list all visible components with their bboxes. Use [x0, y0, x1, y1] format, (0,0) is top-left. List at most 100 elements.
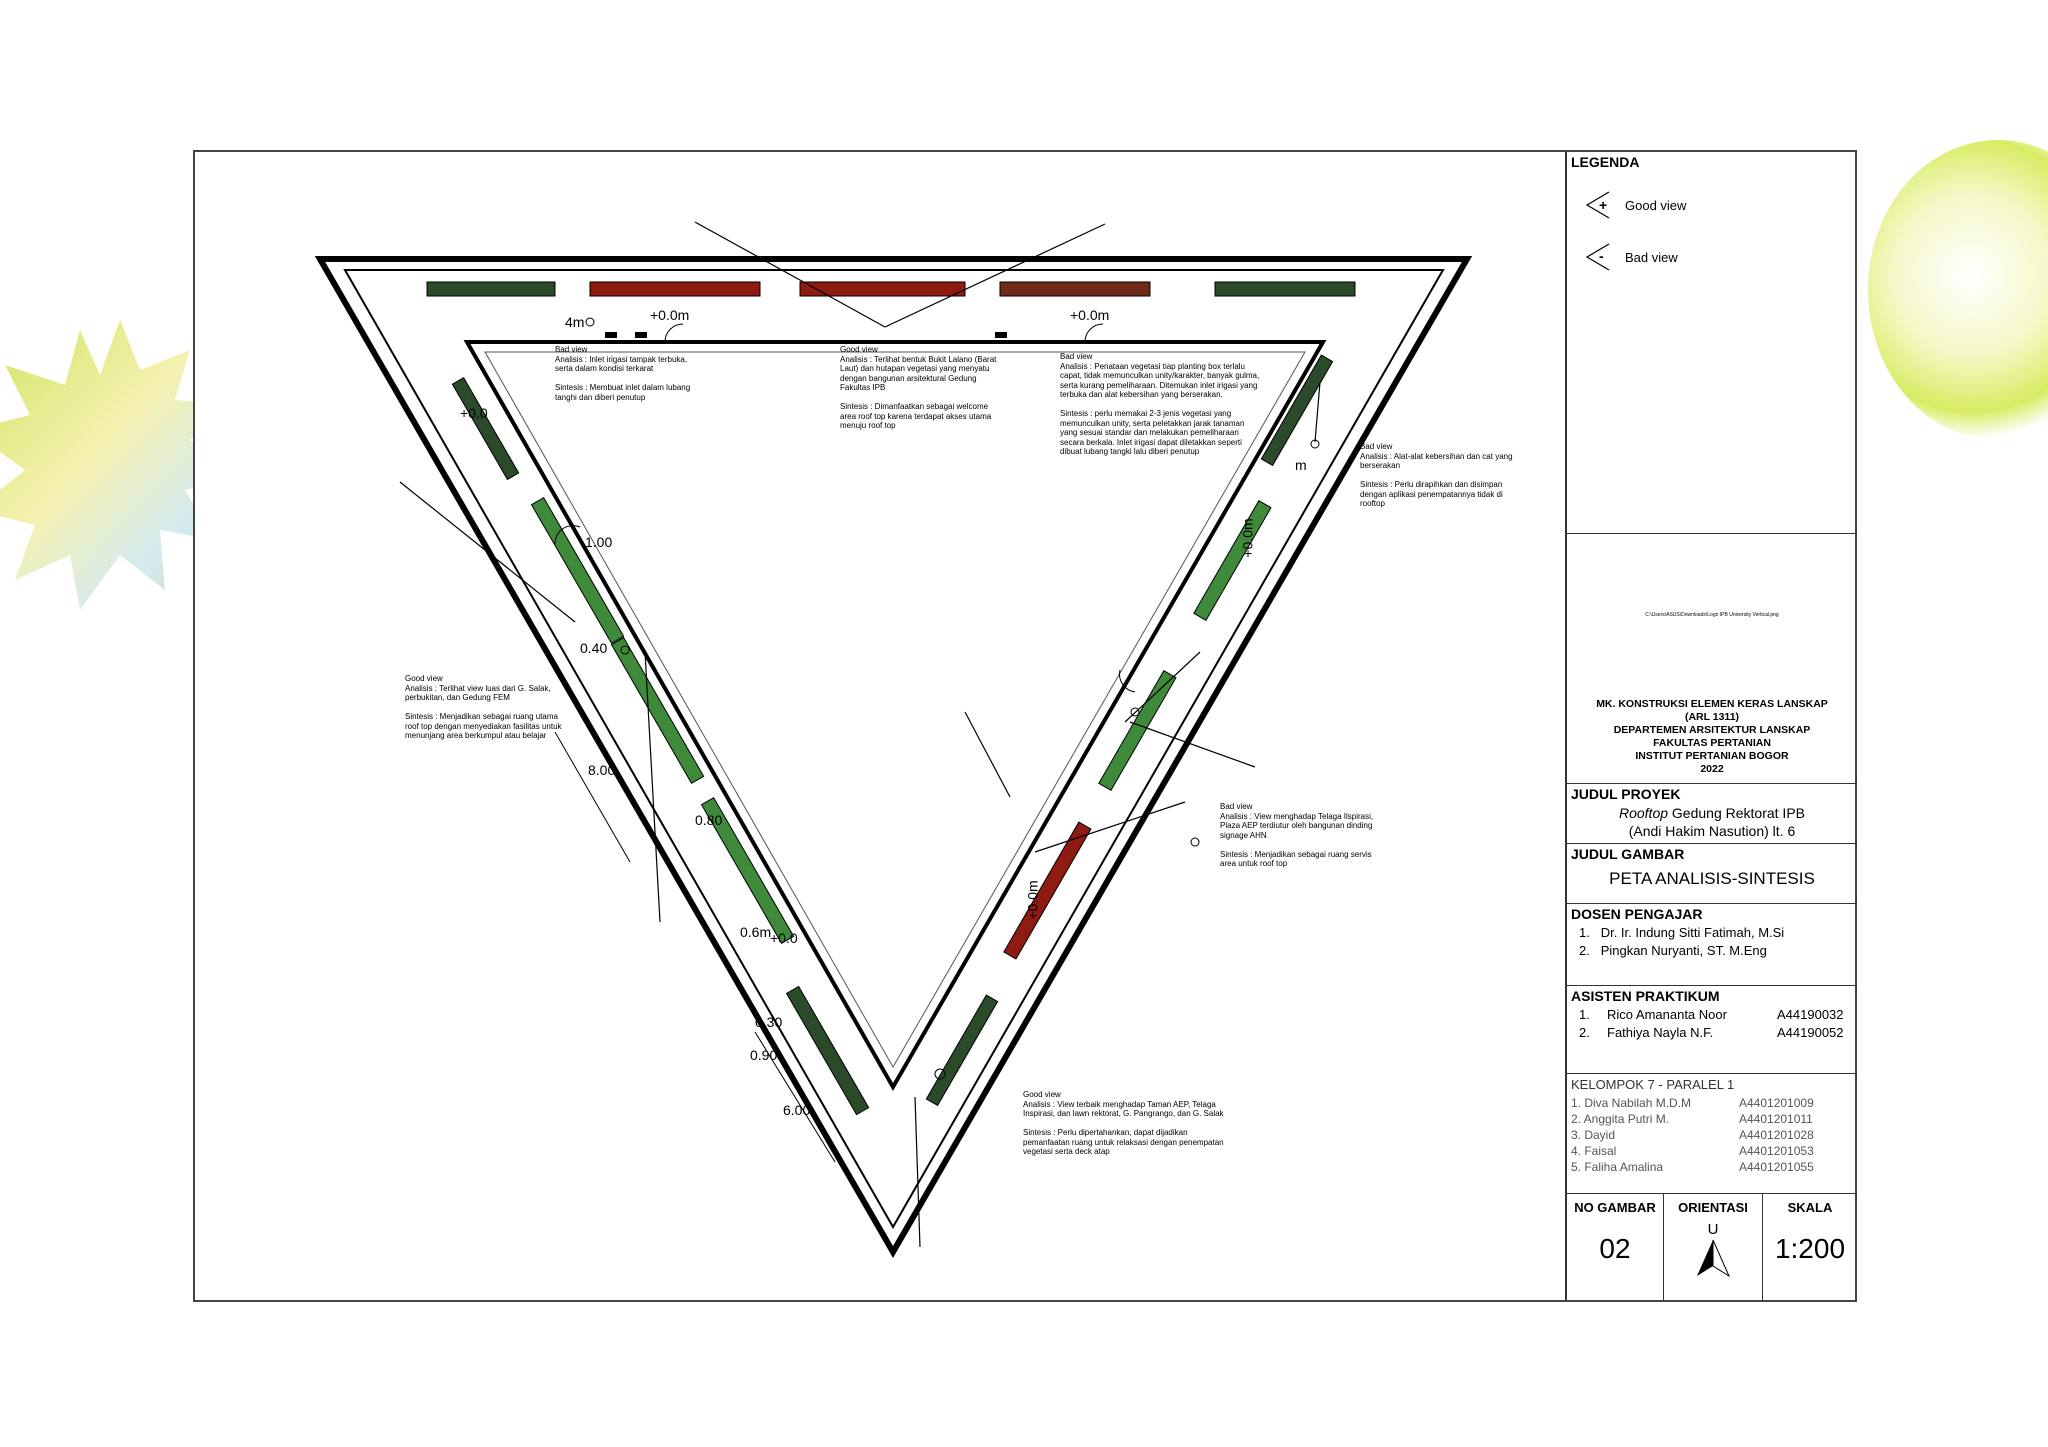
- legend-title: LEGENDA: [1571, 154, 1640, 170]
- door-arc: [1084, 323, 1104, 343]
- dim-label: 0.40: [580, 640, 608, 656]
- legend-bad-label: Bad view: [1625, 249, 1678, 265]
- institution-block: MK. KONSTRUKSI ELEMEN KERAS LANSKAP (ARL…: [1567, 698, 1857, 776]
- course-line: FAKULTAS PERTANIAN: [1653, 737, 1771, 749]
- bad-view-icon: -: [1585, 243, 1610, 271]
- annotation-bad-view: Bad view Analisis : Inlet irigasi tampak…: [555, 345, 691, 402]
- view-marker: [1190, 837, 1200, 847]
- view-line: [694, 221, 886, 328]
- legend-box: LEGENDA + Good view - Bad view: [1567, 152, 1857, 534]
- planter-dark: [426, 281, 556, 297]
- drawing-number: 02: [1599, 1233, 1631, 1264]
- dim-label: +0.0m: [1239, 518, 1256, 558]
- svg-text:-: -: [1599, 248, 1604, 264]
- planter-green: [530, 497, 625, 644]
- course-line: MK. KONSTRUKSI ELEMEN KERAS LANSKAP: [1596, 698, 1828, 710]
- view-line: [1314, 381, 1321, 443]
- legend-good-label: Good view: [1625, 197, 1687, 213]
- svg-text:+: +: [1599, 197, 1607, 213]
- dim-label: +0.0m: [650, 307, 690, 323]
- rooftop-plan: [314, 221, 1473, 1258]
- annotation-bad-view: Bad view Analisis : View menghadap Telag…: [1220, 802, 1374, 868]
- dim-label: 1.00: [585, 534, 613, 550]
- drawing-title: PETA ANALISIS-SINTESIS: [1609, 869, 1815, 888]
- assistant-item: 2.Fathiya Nayla N.F.A44190052: [1579, 1025, 1844, 1040]
- logo-path-note: C:\Users\ASUS\Downloads\Logo IPB Univers…: [1645, 612, 1779, 618]
- dim-label: 0.80: [695, 812, 723, 828]
- view-line: [1129, 721, 1256, 768]
- annotation-bad-view: Bad view Analisis : Penataan vegetasi ti…: [1060, 352, 1260, 456]
- group-heading: KELOMPOK 7 - PARALEL 1: [1571, 1077, 1735, 1092]
- dim-label: 6.00: [783, 1102, 811, 1118]
- decorative-starburst: [0, 320, 245, 610]
- north-arrow-icon: [1697, 1239, 1731, 1278]
- project-box: JUDUL PROYEK Rooftop Gedung Rektorat IPB…: [1567, 784, 1857, 844]
- annotation-bad-view: Bad view Analisis : Alat-alat kebersihan…: [1360, 442, 1513, 508]
- course-line: 2022: [1700, 763, 1724, 775]
- courtyard-edge: [463, 340, 1327, 1092]
- title-block: LEGENDA + Good view - Bad view C:\Users\…: [1565, 152, 1857, 1300]
- dim-label: 8.00: [588, 762, 616, 778]
- footer-box: NO GAMBAR 02 ORIENTASI U SKALA 1:200: [1567, 1194, 1857, 1300]
- view-marker: [934, 1068, 946, 1080]
- dim-label: 0.6m: [740, 924, 772, 940]
- planter-red: [999, 281, 1151, 297]
- inner-wall: [343, 269, 1445, 1230]
- door-arc: [554, 525, 581, 545]
- planter-green: [1193, 500, 1272, 621]
- drawing-sheet: 4m +0.0m +0.0m +0.0 1.00 0.40 8.00 0.80 …: [193, 150, 1857, 1302]
- scale-value: 1:200: [1774, 1233, 1846, 1264]
- annotation-good-view: Good view Analisis : View terbaik mengha…: [1023, 1090, 1224, 1156]
- view-line: [964, 711, 1011, 798]
- door-marker: [605, 332, 617, 338]
- door-marker: [995, 332, 1007, 338]
- course-box: C:\Users\ASUS\Downloads\Logo IPB Univers…: [1567, 534, 1857, 784]
- door-marker: [635, 332, 647, 338]
- drawing-heading: JUDUL GAMBAR: [1571, 846, 1685, 862]
- view-line: [1034, 801, 1186, 853]
- door-arc: [664, 323, 684, 343]
- planter-red: [1003, 821, 1092, 960]
- view-line: [1124, 651, 1201, 723]
- view-line: [399, 481, 576, 623]
- course-line: DEPARTEMEN ARSITEKTUR LANSKAP: [1613, 724, 1811, 736]
- lecturer-item: 2. Pingkan Nuryanti, ST. M.Eng: [1579, 943, 1767, 958]
- dim-label: 0.90: [750, 1047, 778, 1063]
- legend-bad: - Bad view: [1581, 242, 1678, 272]
- lecturers-heading: DOSEN PENGAJAR: [1571, 906, 1703, 922]
- orientation-cell: ORIENTASI U: [1664, 1194, 1763, 1300]
- scale-cell: SKALA 1:200: [1763, 1194, 1857, 1300]
- view-marker: [1130, 707, 1140, 717]
- planter-dark: [451, 377, 520, 481]
- view-marker: [585, 317, 595, 327]
- project-heading: JUDUL PROYEK: [1571, 786, 1681, 802]
- project-title: Rooftop Gedung Rektorat IPB (Andi Hakim …: [1618, 805, 1805, 839]
- dim-label: +0.0: [770, 930, 798, 946]
- planter-green: [610, 637, 705, 784]
- north-letter: U: [1707, 1221, 1719, 1238]
- member-item: 2. Anggita Putri M.A4401201011: [1571, 1112, 1813, 1126]
- outer-wall: [314, 256, 1473, 1258]
- door-arc: [1119, 669, 1136, 693]
- view-line: [644, 651, 661, 923]
- view-marker: [620, 645, 630, 655]
- view-marker: [1310, 439, 1320, 449]
- planter-green: [700, 797, 795, 944]
- dim-label: +0.0m: [1070, 307, 1110, 323]
- good-view-icon: +: [1585, 191, 1610, 219]
- planter-dark: [1260, 354, 1334, 467]
- legend-good: + Good view: [1581, 190, 1686, 220]
- dim-label: m: [1295, 457, 1307, 473]
- course-line: (ARL 1311): [1684, 711, 1740, 723]
- lecturers-box: DOSEN PENGAJAR 1. Dr. Ir. Indung Sitti F…: [1567, 904, 1857, 986]
- dim-label: +0.0: [460, 405, 488, 421]
- dim-label: +0.0m: [1024, 880, 1041, 920]
- dim-label: 4m: [565, 314, 585, 330]
- drawing-title-box: JUDUL GAMBAR PETA ANALISIS-SINTESIS: [1567, 844, 1857, 904]
- planter-dark: [1214, 281, 1356, 297]
